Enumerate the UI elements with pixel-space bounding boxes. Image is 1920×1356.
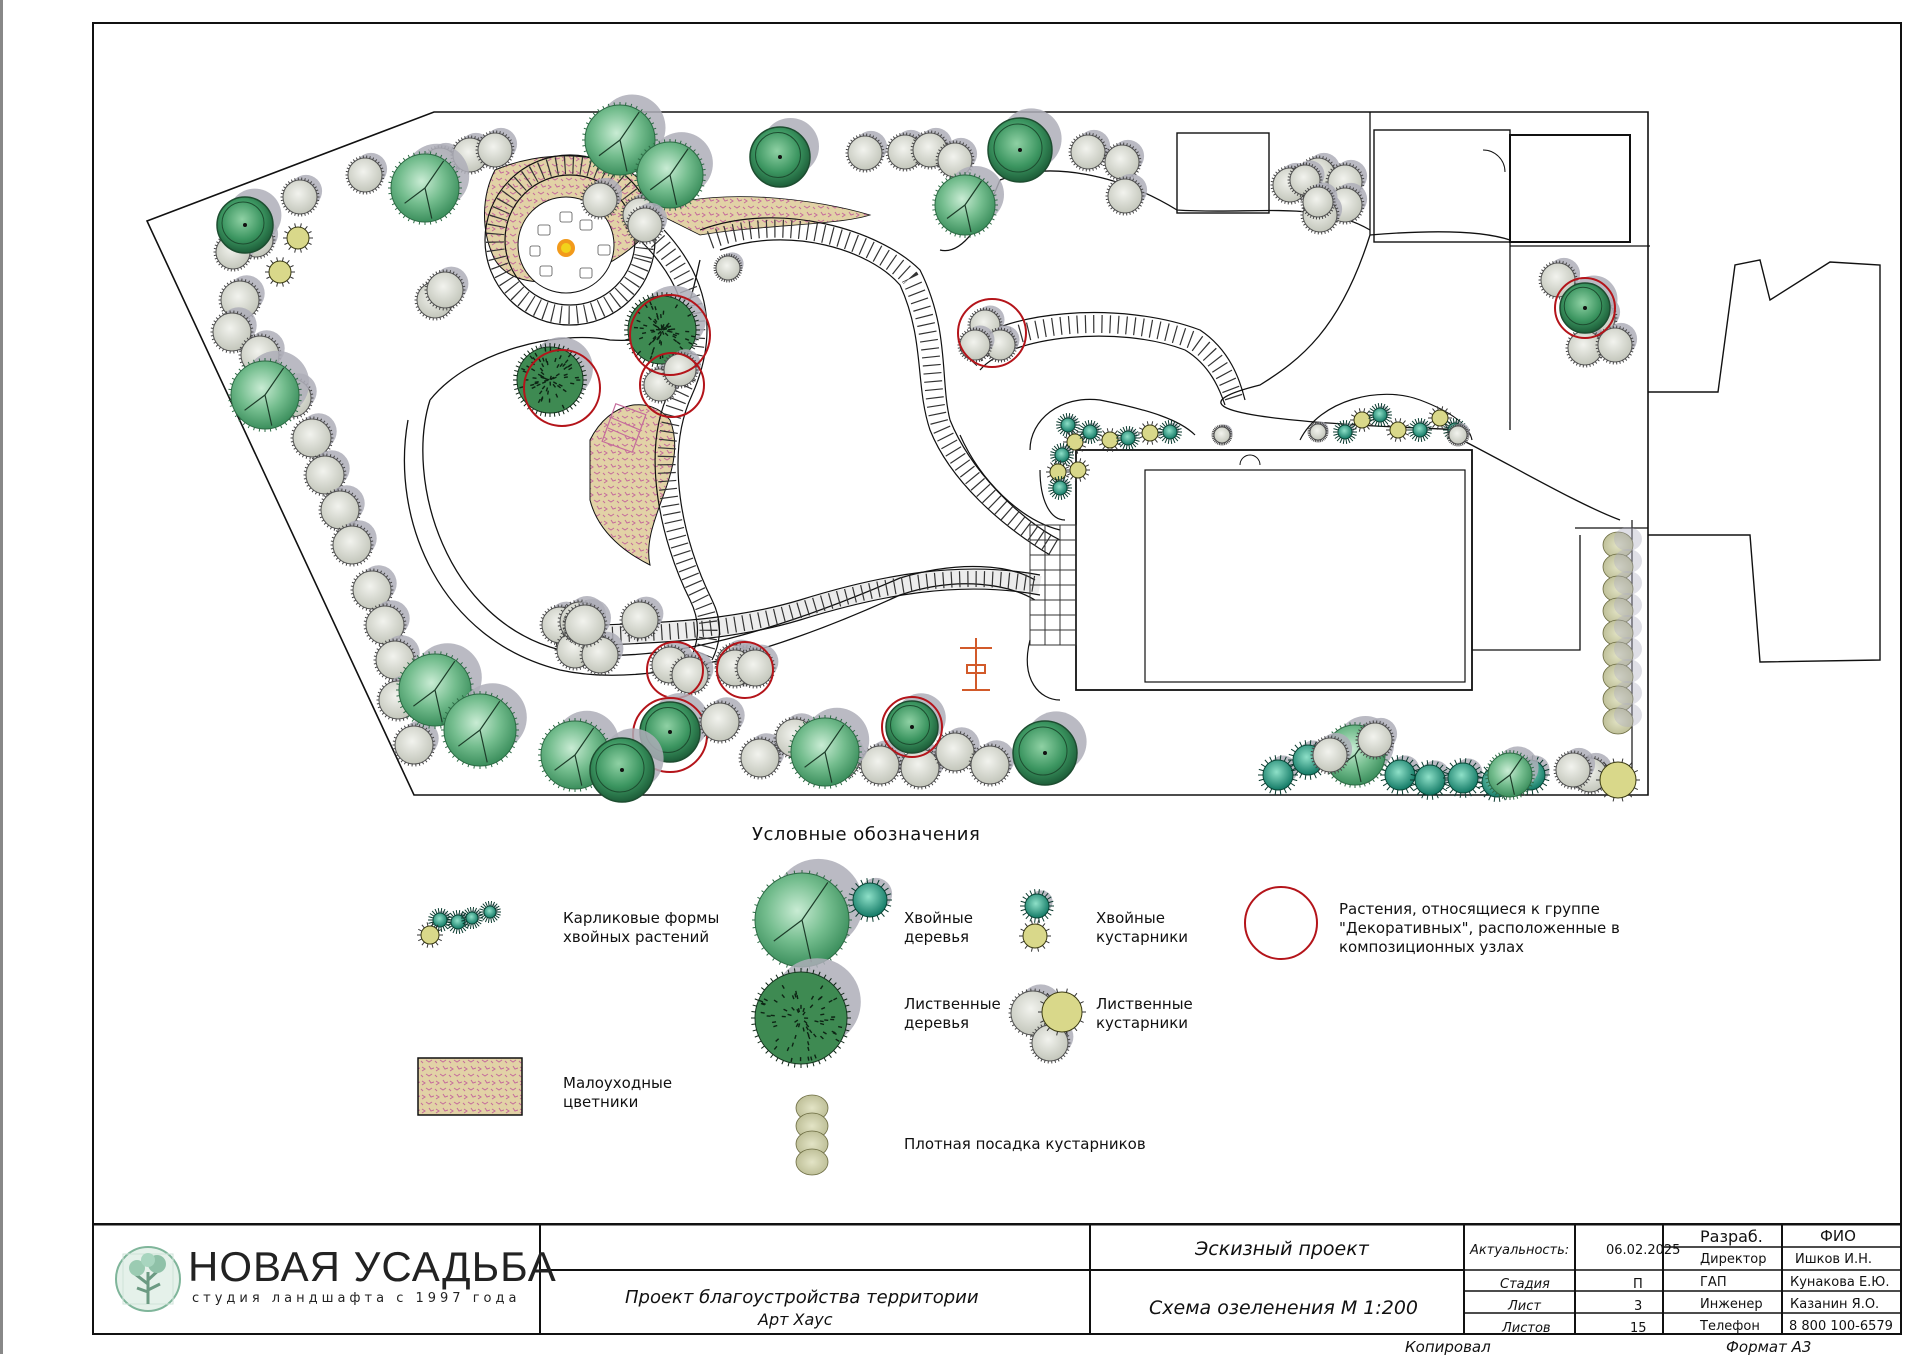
actuality-label: Актуальность: (1470, 1243, 1569, 1258)
name-header: ФИО (1820, 1227, 1856, 1245)
deciduous-shrub-symbol (714, 252, 744, 282)
deciduous-shrub-symbol (846, 131, 888, 173)
actuality-value: 06.02.2025 (1606, 1243, 1680, 1258)
name-engineer: Казанин Я.О. (1790, 1297, 1879, 1312)
sheet-value: 3 (1634, 1299, 1642, 1314)
format-label: Формат А3 (1726, 1338, 1811, 1356)
deciduous-shrub-symbol (1212, 425, 1233, 446)
conifer-shrub-symbol (1408, 418, 1432, 442)
stage-name: Эскизный проект (1195, 1238, 1369, 1260)
legend-deciduous-trees: Лиственные деревья (904, 995, 1014, 1033)
conifer-tree-symbol (1485, 746, 1539, 800)
conifer-shrub-symbol (1368, 403, 1392, 427)
stage-label: Стадия (1500, 1277, 1550, 1292)
copied-label: Копировал (1405, 1338, 1491, 1356)
plant-symbols (211, 95, 1641, 803)
sheets-value: 15 (1630, 1321, 1647, 1336)
deciduous-shrub-symbol (393, 720, 439, 766)
dwarf-conifer-symbol (283, 223, 313, 252)
dwarf-conifer-symbol (1386, 418, 1410, 441)
legend-flowerbeds: Малоуходные цветники (563, 1074, 683, 1112)
logo-subtitle: студия ландшафта с 1997 года (192, 1291, 520, 1306)
legend-conifer-trees: Хвойные деревья (904, 909, 984, 947)
sheet-name: Схема озеленения М 1:200 (1149, 1297, 1418, 1319)
name-director: Ишков И.Н. (1795, 1252, 1872, 1267)
name-gap: Кунакова Е.Ю. (1790, 1275, 1889, 1290)
legend-dwarf-conifers: Карликовые формы хвойных растений (563, 909, 748, 947)
legend-conifer-shrubs: Хвойные кустарники (1096, 909, 1196, 947)
legend-title: Условные обозначения (752, 824, 980, 845)
deciduous-shrub-symbol (346, 153, 388, 195)
legend-dense-planting: Плотная посадка кустарников (904, 1135, 1204, 1154)
role-header: Разраб. (1700, 1227, 1763, 1246)
project-title: Проект благоустройства территории (625, 1287, 979, 1308)
conifer-shrub-symbol (1443, 758, 1483, 798)
deciduous-shrub-symbol (699, 697, 745, 743)
dwarf-conifer-symbol (265, 257, 295, 286)
deciduous-shrub-symbol (958, 326, 995, 363)
deciduous-shrub-symbol (281, 175, 323, 217)
site-boundary (147, 112, 1648, 795)
role-engineer: Инженер (1700, 1297, 1763, 1312)
project-object: Арт Хаус (758, 1310, 833, 1329)
deciduous-shrub-symbol (1308, 422, 1329, 443)
conifer-shrub-symbol (1258, 755, 1298, 795)
name-phone: 8 800 100-6579 (1789, 1319, 1893, 1334)
logo-name: НОВАЯ УСАДЬБА (188, 1243, 557, 1291)
dense-shrub-hedge (1603, 527, 1642, 734)
logo-tree-icon (113, 1244, 183, 1314)
role-director: Директор (1700, 1252, 1767, 1267)
dwarf-conifer-symbol (1138, 421, 1162, 444)
dwarf-conifer-symbol (1066, 458, 1090, 481)
conifer-tree-symbol (932, 166, 1004, 238)
conifer-shrub-symbol (1116, 426, 1140, 450)
deciduous-tree-symbol (750, 118, 819, 187)
deciduous-tree-symbol (1013, 711, 1087, 785)
sheet-label: Лист (1508, 1299, 1541, 1314)
legend-decorative: Растения, относящиеся к группе "Декорати… (1339, 900, 1639, 957)
stage-value: П (1633, 1277, 1643, 1292)
conifer-tree-symbol (388, 144, 469, 225)
role-phone: Телефон (1700, 1319, 1760, 1334)
sheets-label: Листов (1502, 1321, 1551, 1336)
role-gap: ГАП (1700, 1275, 1727, 1290)
legend-deciduous-shrubs: Лиственные кустарники (1096, 995, 1196, 1033)
